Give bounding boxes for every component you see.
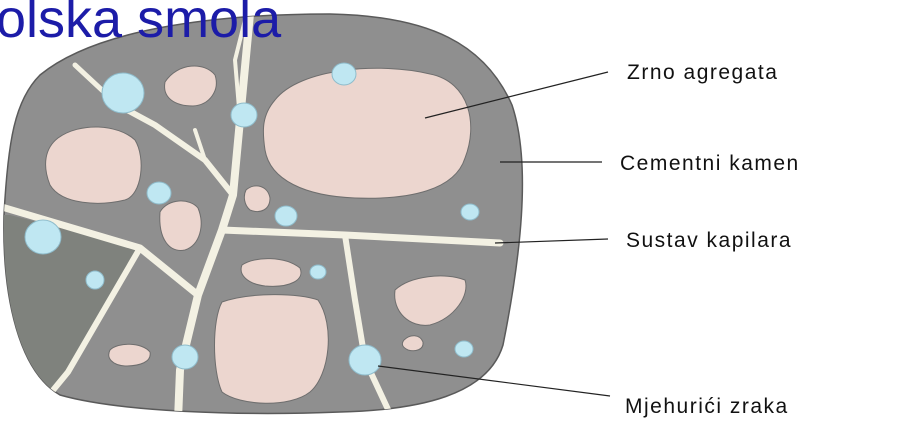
aggregate-grain xyxy=(160,201,201,250)
aggregate-grain xyxy=(46,127,142,203)
air-bubble xyxy=(455,341,473,357)
aggregate-grain xyxy=(215,295,329,404)
aggregate-grain xyxy=(241,259,301,287)
capillary-system-label: Sustav kapilara xyxy=(626,229,792,253)
air-bubble xyxy=(25,220,61,254)
air-bubble xyxy=(86,271,104,289)
aggregate-grain xyxy=(244,186,270,212)
air-bubble xyxy=(172,345,198,369)
air-bubble xyxy=(275,206,297,226)
aggregate-grain xyxy=(263,68,470,198)
air-bubble xyxy=(461,204,479,220)
slide-title: olska smola xyxy=(0,0,281,46)
air-bubble xyxy=(231,103,257,127)
aggregate-grain xyxy=(109,344,150,366)
air-bubbles-label: Mjehurići zraka xyxy=(625,395,789,419)
air-bubble xyxy=(349,345,381,375)
air-bubble xyxy=(147,182,171,204)
cement-stone-label: Cementni kamen xyxy=(620,152,800,176)
air-bubble xyxy=(102,73,144,113)
air-bubble xyxy=(310,265,326,279)
aggregate-label: Zrno agregata xyxy=(627,61,778,85)
air-bubble xyxy=(332,63,356,85)
